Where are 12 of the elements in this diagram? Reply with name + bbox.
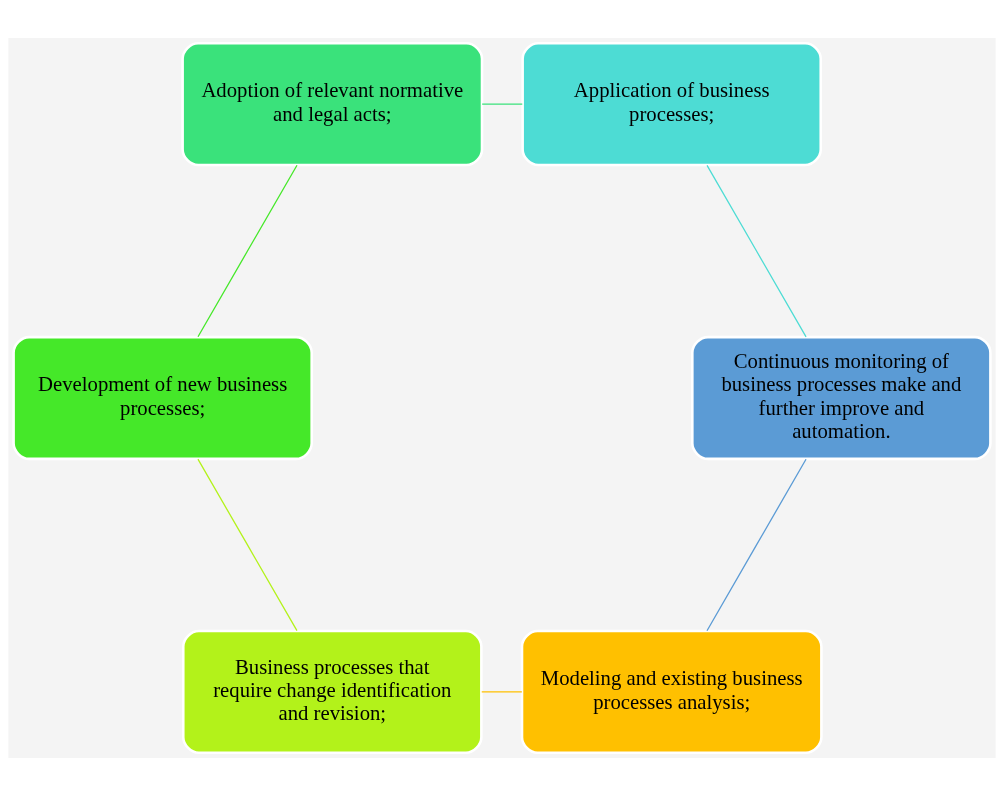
connector <box>481 691 523 693</box>
connector <box>197 164 298 338</box>
connector <box>197 458 298 632</box>
node-box: Continuous monitoring of business processes make and further improve and automation. <box>691 335 992 461</box>
node-box: Development of new business processes; <box>12 335 313 461</box>
connector <box>481 103 523 105</box>
node-box: Modeling and existing business processes analysis; <box>520 629 823 755</box>
node-box: Adoption of relevant normative and legal acts; <box>181 41 484 167</box>
connector <box>706 458 807 632</box>
node-box: Application of business processes; <box>521 41 823 167</box>
node-box: Business processes that require change identification and revision; <box>181 629 483 755</box>
connector <box>706 164 807 338</box>
